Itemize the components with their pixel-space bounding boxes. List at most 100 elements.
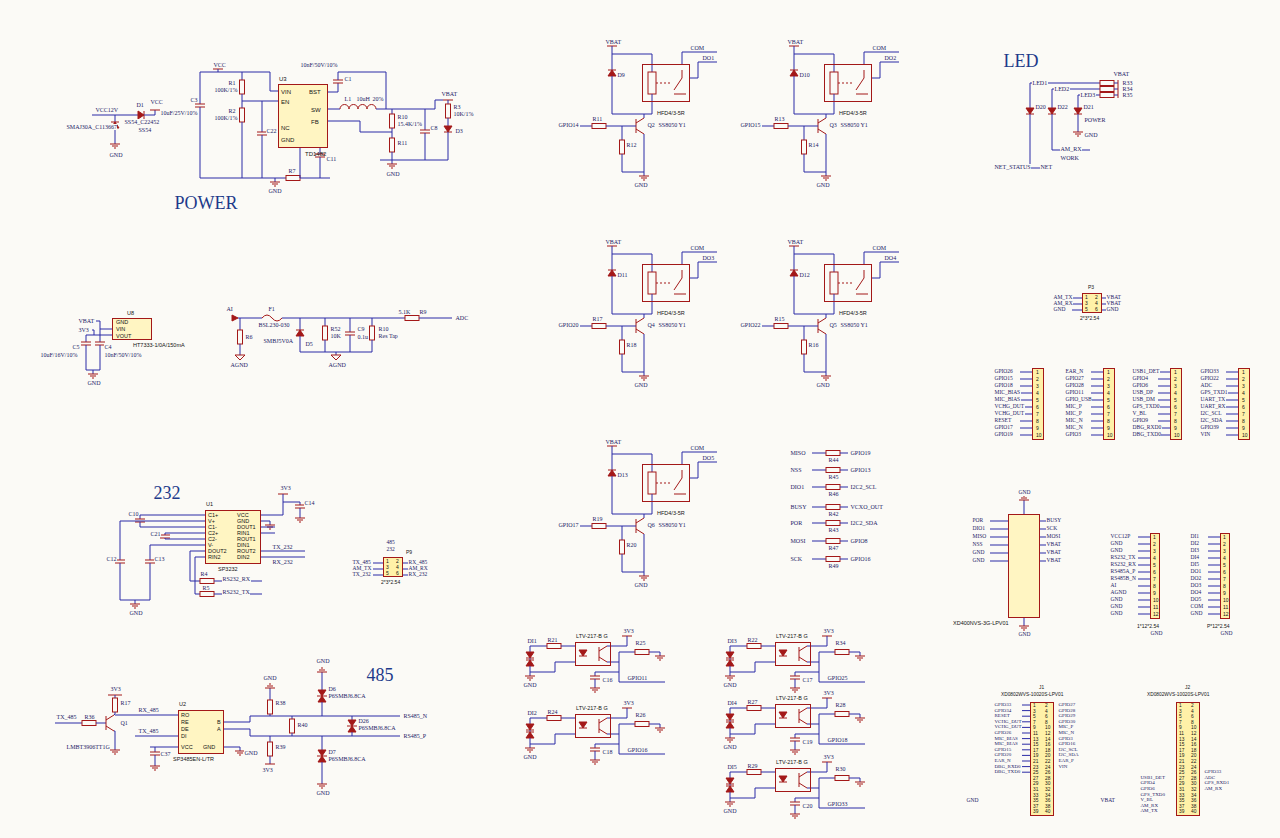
part-text: 34 — [1045, 794, 1050, 799]
ground-symbol — [639, 376, 649, 377]
net-label: 485 — [386, 540, 395, 546]
resistor-symbol — [82, 721, 96, 726]
transistor-symbol — [818, 129, 826, 134]
net-label: R13 — [774, 116, 785, 122]
net-label: 10K/1% — [453, 111, 474, 117]
ground-symbol — [725, 676, 735, 677]
net-label: EAR_N — [1065, 369, 1084, 375]
part-text: VIN — [281, 89, 291, 95]
net-label: DI4 — [727, 700, 737, 706]
net-label: GND — [723, 808, 737, 814]
ground-symbol — [1019, 500, 1029, 501]
net-label: C1 — [344, 76, 352, 82]
net-label: GPIO6 — [1132, 383, 1149, 389]
wire — [794, 76, 795, 114]
net-label: R9 — [419, 309, 427, 315]
wire — [150, 563, 151, 600]
relay-coil — [648, 272, 656, 294]
relay-contact — [674, 94, 686, 95]
wire — [1091, 372, 1103, 373]
part-text: 7 — [1174, 412, 1177, 417]
wire — [1138, 614, 1150, 615]
transistor-symbol — [599, 719, 600, 733]
net-label: SS8050 Y1 — [840, 122, 868, 128]
part-text: 2 — [1095, 295, 1098, 300]
wire — [425, 109, 426, 130]
resistor-symbol — [547, 716, 561, 721]
net-label: MIC_N — [1065, 425, 1083, 431]
net-label: GPIO33 — [827, 801, 848, 807]
wire — [804, 372, 826, 373]
part-text: 5 — [1179, 715, 1182, 720]
wire — [155, 747, 156, 752]
part-text: C1- — [208, 525, 217, 531]
transistor-symbol — [636, 129, 644, 134]
wire — [1226, 435, 1238, 436]
net-label: R17 — [592, 316, 603, 322]
part-text: 9 — [1153, 591, 1156, 596]
part-text: 31 — [1179, 788, 1184, 793]
resistor-symbol — [1100, 93, 1114, 98]
wire — [530, 738, 531, 744]
wire — [611, 708, 627, 718]
wire — [93, 370, 94, 374]
transistor-symbol — [799, 773, 800, 787]
net-label: RS232_TX — [1110, 555, 1136, 561]
part-text: LTV-217-B G — [776, 760, 808, 766]
wire — [872, 262, 899, 278]
net-label: GPS_TXD0 — [1132, 404, 1160, 410]
net-label: RX_485 — [138, 707, 159, 713]
net-label: GND — [1110, 611, 1123, 617]
net-label: UART_RX — [1200, 404, 1226, 410]
net-label: GND — [1106, 307, 1119, 313]
part-text: 13 — [1179, 738, 1184, 743]
part-text: RIN1 — [237, 531, 250, 537]
part-text: 10 — [1191, 726, 1196, 731]
wire — [1091, 435, 1103, 436]
wire — [1022, 755, 1030, 756]
diode-symbol — [608, 470, 616, 471]
net-label: C4 — [104, 344, 112, 350]
part-text: 10 — [1174, 433, 1180, 438]
net-label: RS485A_P — [1110, 569, 1136, 575]
conn-box: 12345678910 — [1032, 368, 1044, 440]
part-text: 23 — [1179, 766, 1184, 771]
resistor-symbol — [547, 644, 561, 649]
part-text: NC — [281, 125, 290, 131]
net-label: GPIO16 — [850, 556, 871, 562]
ground-symbol — [270, 182, 280, 183]
diode-symbol — [526, 732, 534, 738]
net-label: 3V3 — [823, 690, 834, 696]
net-label: R26 — [635, 712, 646, 718]
part-text: 11 — [1033, 732, 1038, 737]
net-label: GPIO18 — [827, 737, 848, 743]
ground-symbol — [331, 355, 341, 360]
wire — [419, 318, 452, 319]
diode-symbol — [579, 656, 587, 657]
net-label: 0.1u — [357, 334, 369, 340]
net-label: D5 — [305, 341, 313, 347]
diode-symbol — [1026, 108, 1034, 114]
net-label: R46 — [828, 491, 839, 497]
tvs-symbol — [347, 726, 357, 727]
resistor-symbol — [200, 579, 214, 584]
part-text: VCC — [181, 745, 193, 751]
resistor-symbol — [635, 722, 649, 727]
net-label: SMAJ30A_C113667 — [66, 124, 117, 130]
resistor-symbol — [620, 140, 625, 154]
ground-symbol — [792, 816, 798, 817]
ground-symbol — [641, 178, 647, 179]
net-label: COM — [690, 245, 705, 251]
net-label: 15.4K/1% — [397, 121, 423, 127]
wire — [530, 718, 547, 719]
net-label: GPIO26 — [994, 369, 1013, 375]
net-label: MIC_BIAS — [994, 397, 1021, 403]
relay-contact — [856, 78, 864, 90]
part-text: 4 — [1174, 391, 1177, 396]
net-label: GPIO20 — [994, 752, 1012, 757]
conn-box: 1234567891011121*12*2.54 — [1150, 533, 1160, 619]
wire — [1091, 421, 1103, 422]
net-label: D13 — [617, 472, 628, 478]
part-text: 9 — [1179, 726, 1182, 731]
net-label: DBG_RXD0 — [994, 764, 1021, 769]
